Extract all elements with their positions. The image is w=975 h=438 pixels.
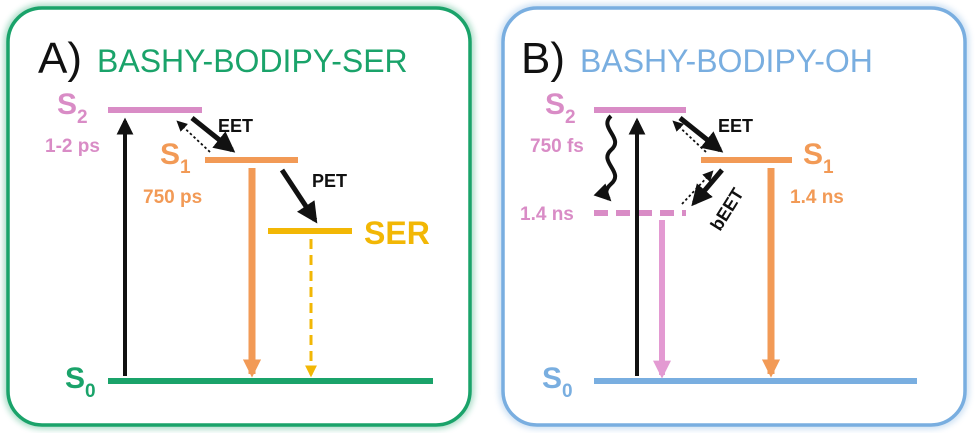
- panel-a-s2-label: S2: [57, 88, 88, 128]
- panel-b-internal-conversion-arrow: [593, 114, 618, 202]
- panel-a-ser-label: SER: [364, 215, 430, 251]
- panel-b-dark-lifetime: 1.4 ns: [520, 204, 574, 225]
- panel-b-beet-arrow: [691, 168, 724, 207]
- panel-a-back-transfer-arrow: [176, 120, 211, 153]
- panel-b-s0-label: S0: [542, 362, 573, 402]
- panel-b-back-transfer-arrow: [672, 120, 707, 153]
- panel-a-title: BASHY-BODIPY-SER: [97, 43, 408, 79]
- panel-b-eet-label: EET: [718, 116, 753, 136]
- panel-b-letter: B): [521, 34, 565, 83]
- panel-b-s2-label: S2: [545, 88, 576, 128]
- panel-a-s1-label: S1: [160, 138, 191, 178]
- panel-a: A) BASHY-BODIPY-SER S2 1-2 ps S1 750 ps …: [3, 3, 475, 430]
- panel-b-s1-label: S1: [803, 138, 834, 178]
- panel-a-pet-arrow: [279, 168, 318, 224]
- panel-a-letter: A): [38, 34, 82, 83]
- panel-a-s1-lifetime: 750 ps: [143, 187, 202, 208]
- panel-b-s2-lifetime: 750 fs: [530, 136, 584, 157]
- panel-b-eet-arrow: [678, 116, 724, 153]
- panel-a-eet-arrow: [190, 116, 236, 153]
- panel-b-title: BASHY-BODIPY-OH: [580, 43, 873, 79]
- panel-a-pet-label: PET: [312, 171, 347, 191]
- panel-a-eet-label: EET: [218, 116, 253, 136]
- panel-a-s2-lifetime: 1-2 ps: [45, 136, 100, 157]
- panel-b-s1-lifetime: 1.4 ns: [790, 187, 844, 208]
- panel-b: B) BASHY-BODIPY-OH S2 750 fs 1.4 ns EET …: [498, 3, 970, 430]
- panel-a-s0-label: S0: [65, 362, 96, 402]
